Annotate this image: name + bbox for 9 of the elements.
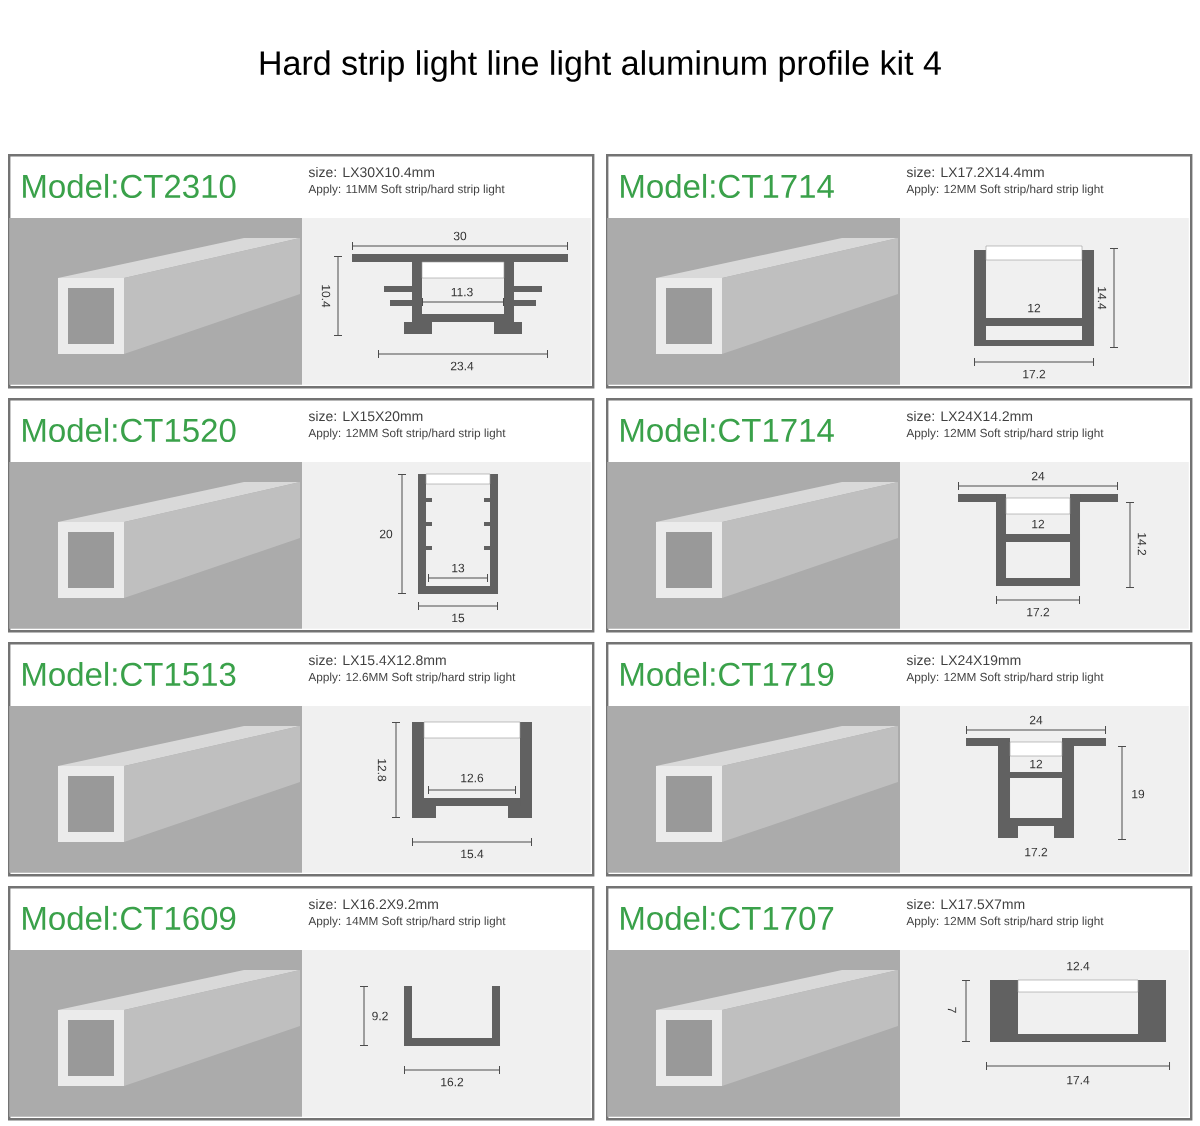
model-heading: Model:CT1520 [23, 417, 236, 443]
model-heading: Model:CT1714 [621, 173, 834, 199]
model-heading: Model:CT1609 [23, 905, 236, 931]
model-heading: Model:CT2310 [23, 173, 236, 199]
model-heading: Model:CT1707 [621, 905, 834, 931]
model-heading: Model:CT1513 [23, 661, 236, 687]
model-heading: Model:CT1719 [621, 661, 834, 687]
model-heading: Model:CT1714 [621, 417, 834, 443]
title: Hard strip light line light aluminum profile kit 4 [260, 50, 941, 82]
